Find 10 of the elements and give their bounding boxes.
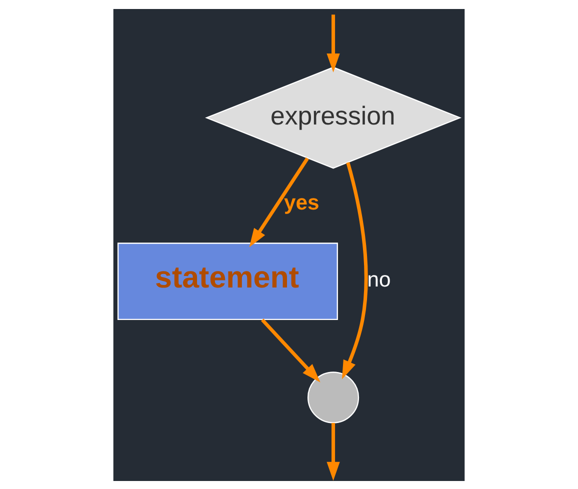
edge-label: no <box>367 268 391 292</box>
edge-label: yes <box>284 191 320 214</box>
arrow <box>326 14 340 72</box>
node-circle <box>307 371 360 423</box>
arrow <box>261 318 320 382</box>
arrow <box>249 156 309 247</box>
node-box: statement <box>117 242 338 320</box>
arrow <box>342 162 368 379</box>
node-diamond: expression <box>205 66 462 168</box>
arrow <box>326 422 340 480</box>
